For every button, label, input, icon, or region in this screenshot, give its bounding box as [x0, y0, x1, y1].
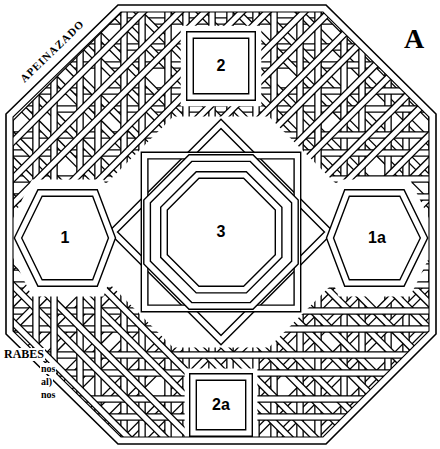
band-outline — [0, 0, 356, 367]
band-outline — [330, 193, 424, 283]
band-outline — [18, 193, 112, 283]
band-outline — [0, 0, 387, 398]
region-number: 3 — [217, 223, 226, 241]
lattice-band — [10, 0, 11, 449]
central-rosette — [113, 124, 329, 340]
band-outline — [0, 351, 440, 359]
hexagon-region: 1 — [11, 186, 119, 290]
lattice-band — [0, 135, 440, 136]
lattice-band — [0, 21, 440, 22]
band-fill — [147, 158, 295, 306]
band-outline — [0, 0, 369, 380]
band-fill — [0, 19, 440, 24]
band-outline — [0, 146, 307, 449]
band-fill — [0, 4, 440, 449]
band-fill — [0, 0, 356, 367]
rosette-band — [147, 158, 295, 306]
band-fill — [113, 124, 329, 340]
panel-letter: A — [403, 24, 425, 55]
lattice-band — [0, 355, 440, 356]
band-fill — [0, 115, 338, 449]
band-outline — [0, 0, 307, 318]
band-fill — [0, 84, 369, 449]
square-region: 2 — [183, 28, 259, 104]
lattice-band — [0, 115, 338, 449]
region-number: 2a — [212, 396, 230, 414]
band-fill — [0, 0, 369, 380]
lattice-band — [432, 0, 433, 449]
band-fill — [193, 377, 249, 433]
band-fill — [430, 0, 435, 449]
band-fill — [0, 0, 338, 349]
band-outline — [0, 4, 440, 449]
band-outline — [0, 439, 440, 447]
lattice-band — [0, 146, 307, 449]
hexagon-region: 1a — [323, 186, 431, 290]
square-region: 2a — [186, 370, 256, 440]
band-outline — [0, 84, 369, 449]
band-outline — [0, 0, 338, 349]
lattice-band — [0, 66, 387, 449]
cut-off-text: nos — [40, 389, 56, 400]
band-outline — [0, 105, 440, 113]
lattice-band — [0, 0, 356, 367]
cut-off-text: al) — [40, 376, 53, 387]
band-fill — [0, 327, 440, 332]
band-outline — [164, 175, 279, 290]
lattice-band — [0, 97, 356, 449]
lattice-band — [0, 0, 338, 349]
band-fill — [330, 193, 424, 283]
cut-off-text: nos — [40, 363, 56, 374]
band-outline — [0, 325, 440, 333]
band-fill — [164, 175, 279, 290]
band-outline — [147, 158, 295, 306]
band-fill — [145, 156, 298, 309]
band-outline — [193, 377, 249, 433]
band-fill — [8, 0, 13, 449]
inner-border — [13, 12, 429, 437]
lattice-band — [0, 84, 369, 449]
band-fill — [0, 0, 387, 398]
cut-off-text: RABES — [3, 348, 45, 361]
lattice-band — [0, 0, 307, 318]
band-fill — [190, 35, 252, 97]
band-fill — [0, 146, 307, 449]
lattice-band — [0, 109, 440, 110]
band-outline — [113, 124, 329, 340]
region-number: 1 — [61, 229, 70, 247]
band-outline — [0, 66, 387, 449]
lattice-band — [0, 0, 369, 380]
lattice-band — [0, 329, 440, 330]
band-outline — [0, 115, 338, 449]
band-outline — [190, 35, 252, 97]
lattice-band — [0, 0, 387, 398]
region-number: 1a — [368, 229, 386, 247]
lattice-band — [0, 4, 440, 449]
band-outline — [145, 156, 298, 309]
rosette-band — [113, 124, 329, 340]
band-fill — [0, 97, 356, 449]
region-number: 2 — [217, 57, 226, 75]
frame-title: APEINAZADO — [18, 17, 87, 84]
rosette-band — [145, 156, 298, 309]
octagon-outline — [6, 5, 436, 444]
band-fill — [18, 193, 112, 283]
band-outline — [0, 17, 440, 25]
octagon-region: 3 — [157, 168, 286, 297]
band-fill — [0, 66, 387, 449]
band-outline — [0, 97, 356, 449]
band-fill — [0, 0, 307, 318]
band-fill — [0, 107, 440, 112]
band-fill — [0, 353, 440, 358]
lattice-band — [0, 3, 440, 4]
